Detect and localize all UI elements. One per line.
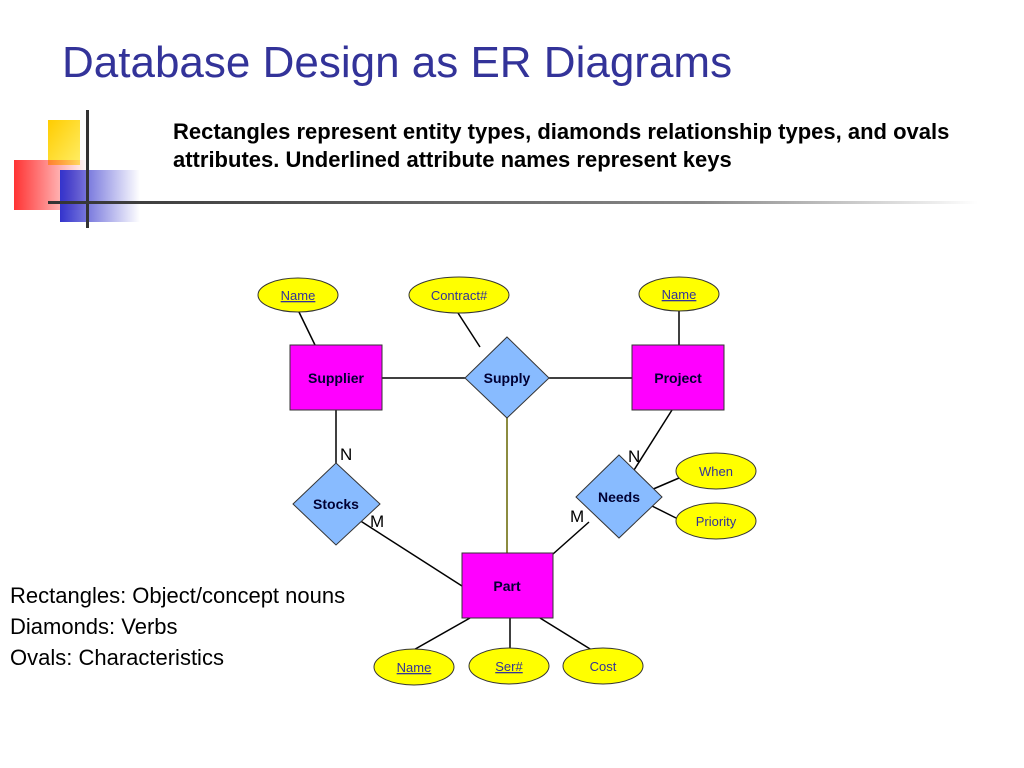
- cardinality-stocks-part: M: [370, 512, 384, 531]
- attribute-label-part-name: Name: [397, 660, 432, 675]
- attribute-oval-project-name: [638, 276, 720, 312]
- attribute-oval-when: [675, 452, 757, 490]
- attribute-oval-supplier-name: [257, 277, 339, 313]
- attribute-oval-cost: [562, 647, 644, 685]
- attribute-label-contract: Contract#: [431, 288, 488, 303]
- attribute-label-when: When: [699, 464, 733, 479]
- relationship-label-supply: Supply: [484, 370, 531, 386]
- line-stocks-part: [358, 519, 463, 587]
- cardinality-stocks-supplier: N: [340, 445, 352, 464]
- cardinality-needs-part: M: [570, 507, 584, 526]
- yellow-square: [48, 120, 80, 165]
- relationship-label-stocks: Stocks: [313, 496, 359, 512]
- vertical-rule: [86, 110, 89, 228]
- slide-title: Database Design as ER Diagrams: [62, 38, 733, 87]
- entity-label-supplier: Supplier: [308, 370, 365, 386]
- relationship-label-needs: Needs: [598, 489, 640, 505]
- horizontal-rule: [48, 201, 978, 204]
- entity-part: [461, 552, 554, 619]
- legend-item-rectangles: Rectangles: Object/concept nouns: [10, 583, 346, 608]
- line-part-cost: [539, 617, 596, 653]
- attribute-label-priority: Priority: [696, 514, 737, 529]
- attribute-oval-ser: [468, 647, 550, 685]
- line-needs-when: [650, 477, 680, 491]
- line-project-needs: [633, 409, 673, 471]
- entity-supplier: [289, 344, 383, 411]
- relationship-needs: [575, 454, 663, 539]
- shape-legend: Rectangles: Object/concept nouns Diamond…: [10, 580, 345, 673]
- line-needs-priority: [651, 505, 677, 519]
- relationship-supply: [464, 336, 550, 419]
- legend-item-diamonds: Diamonds: Verbs: [10, 614, 178, 639]
- line-contract-supply: [457, 312, 481, 348]
- line-part-name: [409, 617, 471, 653]
- cardinality-needs-project: N: [628, 447, 640, 466]
- entity-label-project: Project: [654, 370, 702, 386]
- blue-square: [60, 170, 140, 222]
- entity-label-part: Part: [493, 578, 521, 594]
- legend-item-ovals: Ovals: Characteristics: [10, 645, 224, 670]
- attribute-oval-part-name: [373, 648, 455, 686]
- relationship-stocks: [292, 462, 381, 546]
- attribute-label-cost: Cost: [590, 659, 617, 674]
- attribute-label-supplier-name: Name: [281, 288, 316, 303]
- line-needs-part: [552, 521, 590, 555]
- connector-lines: [297, 309, 680, 653]
- attribute-oval-contract: [408, 276, 510, 314]
- attribute-label-ser: Ser#: [495, 659, 523, 674]
- entity-project: [631, 344, 725, 411]
- slide-subtitle: Rectangles represent entity types, diamo…: [173, 119, 950, 172]
- attribute-label-project-name: Name: [662, 287, 697, 302]
- line-supplier-name: [297, 309, 316, 346]
- decorative-squares: [14, 110, 978, 228]
- attribute-oval-priority: [675, 502, 757, 540]
